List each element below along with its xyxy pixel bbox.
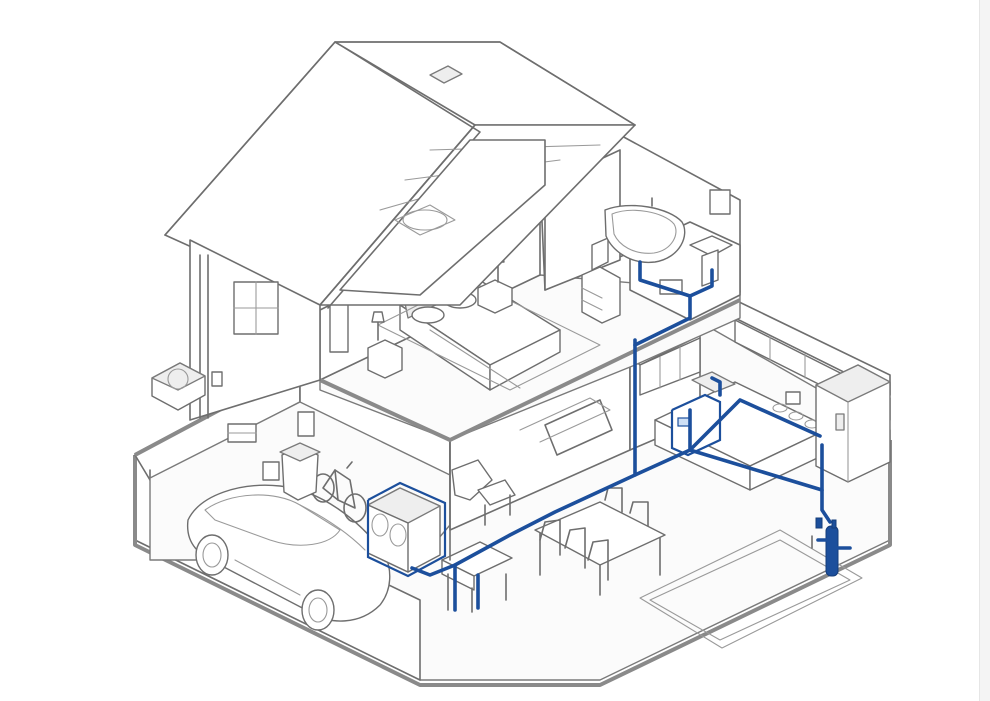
washing-machine-icon bbox=[366, 481, 447, 578]
water-softener-icon bbox=[811, 517, 852, 577]
bathtub-icon bbox=[604, 197, 686, 264]
refrigerator-icon bbox=[815, 364, 891, 483]
car-icon bbox=[186, 484, 391, 631]
air-conditioner-icon bbox=[151, 362, 223, 411]
dining-set bbox=[534, 487, 666, 596]
bicycle-icon bbox=[311, 461, 367, 523]
bathroom-sink bbox=[689, 235, 733, 287]
water-pipes bbox=[410, 260, 832, 612]
dresser bbox=[581, 237, 621, 324]
attic bbox=[339, 139, 546, 296]
trash-can bbox=[262, 442, 321, 501]
armchair bbox=[451, 459, 516, 526]
dishwasher bbox=[670, 393, 722, 457]
right-edge-scrollbar bbox=[979, 0, 990, 701]
